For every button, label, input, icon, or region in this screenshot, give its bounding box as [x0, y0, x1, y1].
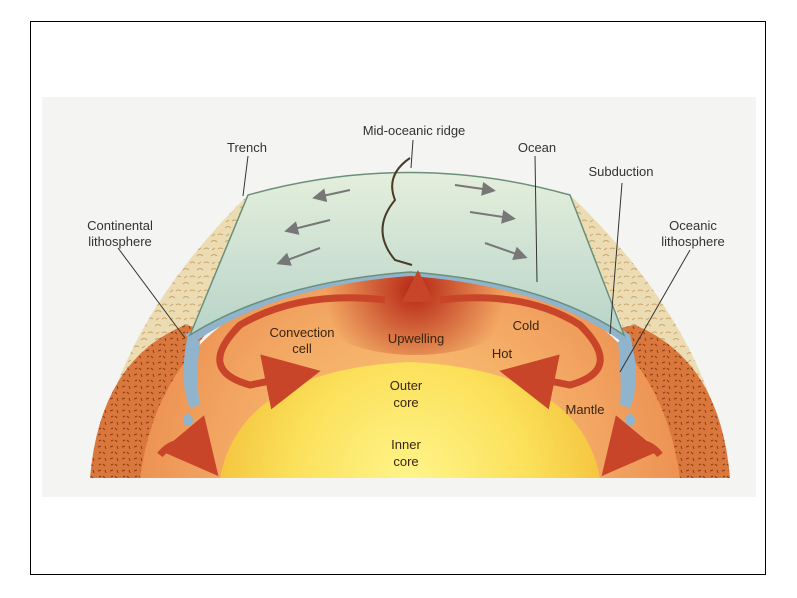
label-ocean: Ocean	[518, 140, 556, 155]
label-inner-core-2: core	[393, 454, 418, 469]
label-outer-core-1: Outer	[390, 378, 423, 393]
label-convection-cell-2: cell	[292, 341, 312, 356]
label-hot: Hot	[492, 346, 513, 361]
mantle-edge-right	[610, 325, 730, 478]
subducting-slab-left	[183, 335, 200, 408]
slab-blob	[625, 414, 635, 426]
label-convection-cell-1: Convection	[269, 325, 334, 340]
label-inner-core-1: Inner	[391, 437, 421, 452]
label-continental-lithosphere-2: lithosphere	[88, 234, 152, 249]
mantle-edge	[90, 325, 210, 478]
convection-arrows	[157, 294, 663, 477]
label-oceanic-lithosphere-2: lithosphere	[661, 234, 725, 249]
label-subduction: Subduction	[588, 164, 653, 179]
label-oceanic-lithosphere-1: Oceanic	[669, 218, 717, 233]
slab-blob	[183, 414, 193, 426]
label-upwelling: Upwelling	[388, 331, 444, 346]
ridge-crack	[381, 157, 413, 266]
leader-lines	[117, 139, 691, 373]
label-mantle: Mantle	[565, 402, 604, 417]
label-trench: Trench	[227, 140, 267, 155]
label-continental-lithosphere-1: Continental	[87, 218, 153, 233]
spreading-arrows	[276, 181, 528, 266]
label-cold: Cold	[513, 318, 540, 333]
label-outer-core-2: core	[393, 395, 418, 410]
subducting-slab-right	[618, 335, 636, 408]
label-mid-oceanic-ridge: Mid-oceanic ridge	[363, 123, 466, 138]
